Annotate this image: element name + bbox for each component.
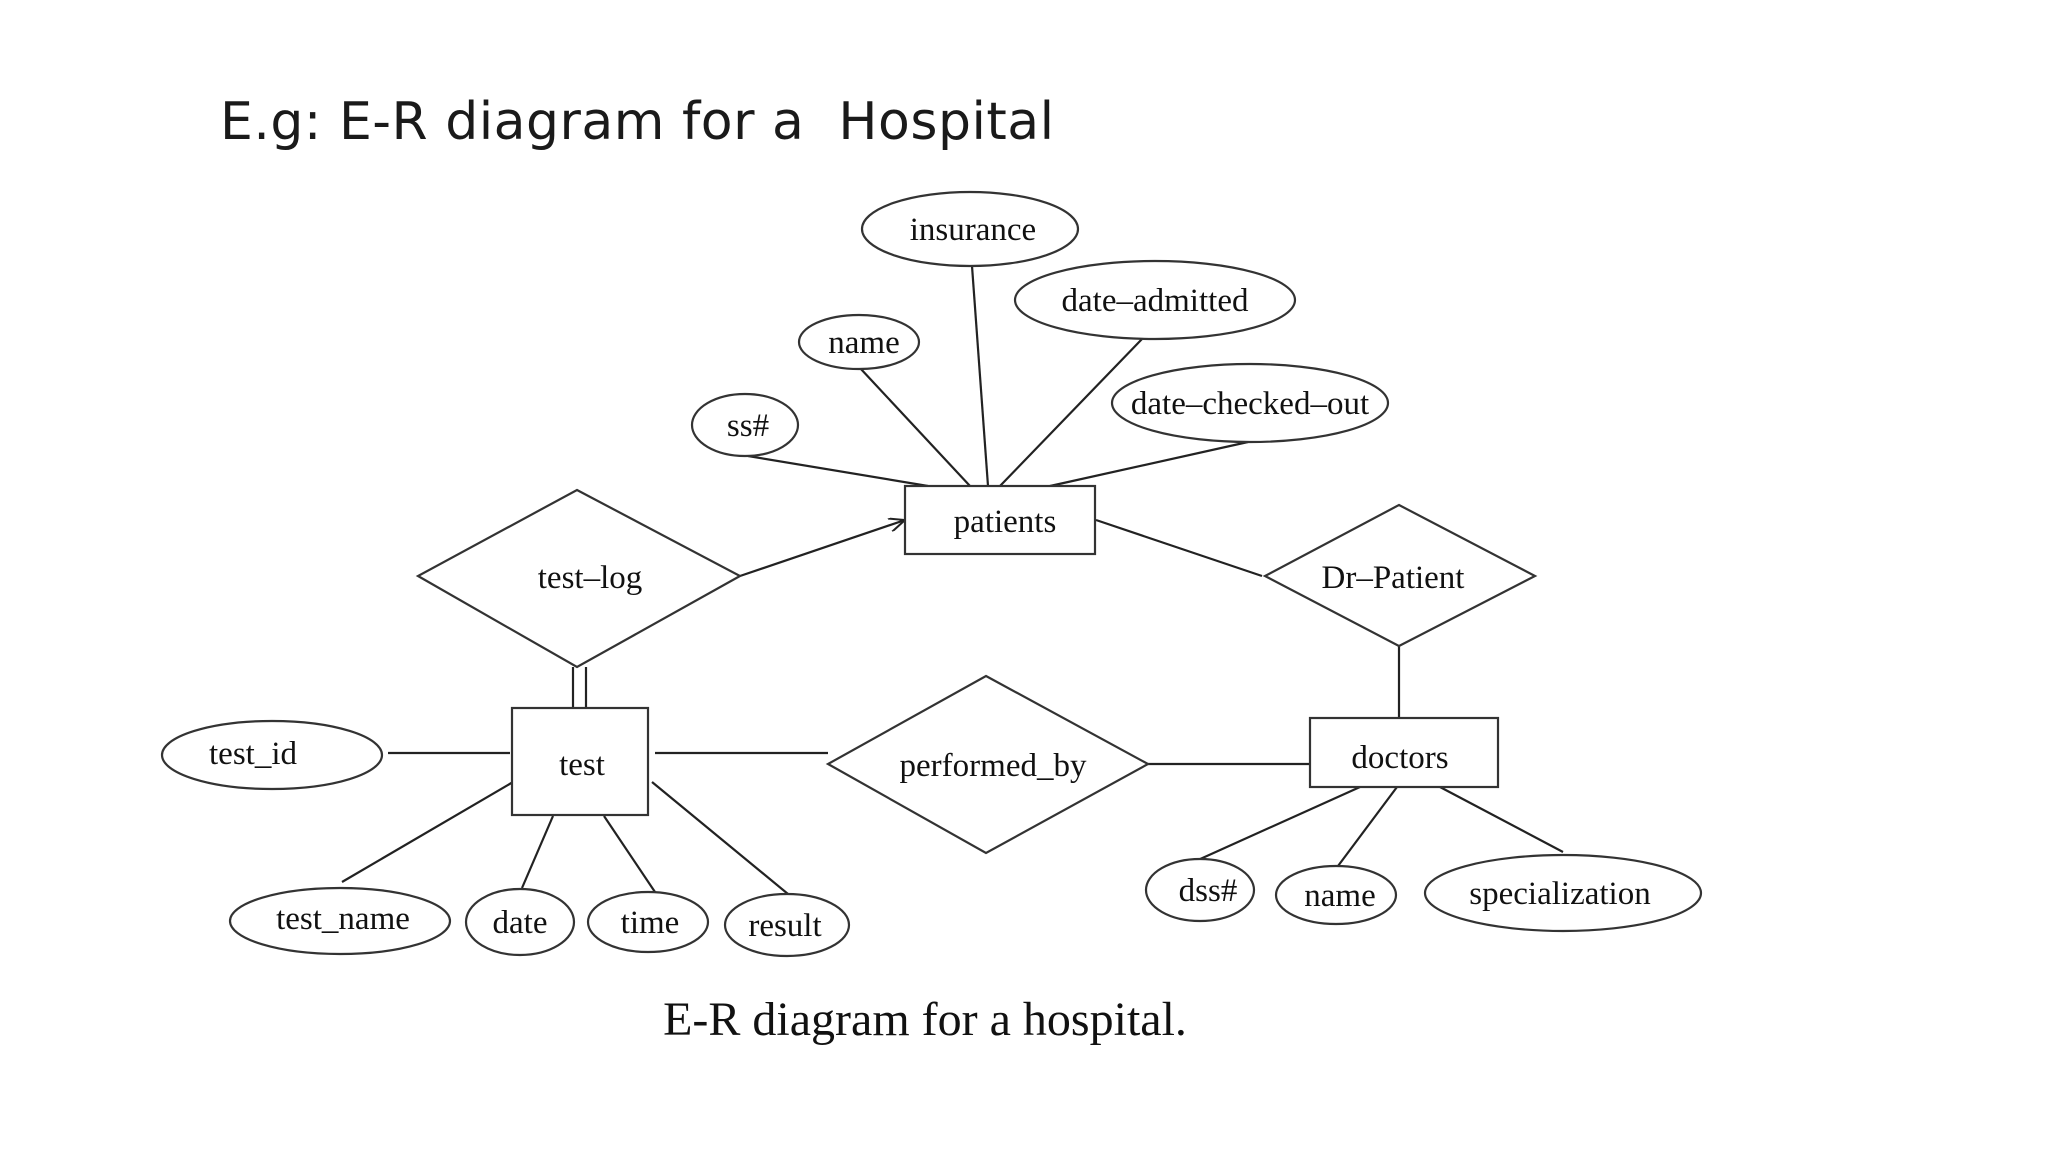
attribute-label: name [828,325,899,361]
attribute-specialization: specialization [1423,853,1703,933]
edge-ss-patients [747,454,929,488]
attribute-label: insurance [910,212,1036,248]
attribute-time: time [586,890,710,954]
edge-time-test [603,815,656,893]
diagram-caption: E-R diagram for a hospital. [663,993,1187,1046]
edge-date-admitted-patients [999,338,1143,487]
attribute-date-admitted: date–admitted [1013,259,1297,341]
attribute-label: specialization [1469,876,1650,912]
attribute-date: date [464,887,576,957]
attribute-dss: dss# [1144,857,1256,923]
connectors [341,265,1564,895]
attribute-test-name: test_name [228,886,452,956]
attribute-test-id: test_id [160,719,384,791]
entity-test: test [510,706,650,817]
attribute-doctor-name: name [1274,864,1398,926]
edge-doctors-name [1337,786,1398,867]
edge-patients-dr-patient [1095,518,1263,578]
entity-patients: patients [903,484,1097,556]
relationship-label: Dr–Patient [1322,560,1465,596]
edge-doctors-dss [1197,785,1361,862]
entity-label: test [559,747,605,783]
attribute-label: date [493,905,548,941]
relationship-performed-by: performed_by [825,674,1151,855]
edge-result-test [651,781,789,895]
entity-doctors: doctors [1308,716,1500,789]
attribute-result: result [723,892,851,958]
attribute-label: ss# [727,408,769,444]
attribute-ss: ss# [690,392,800,458]
attribute-insurance: insurance [860,190,1080,268]
attribute-label: date–checked–out [1131,386,1369,422]
attribute-label: time [621,905,680,941]
edge-doctors-specialization [1439,786,1564,853]
attribute-date-checked-out: date–checked–out [1110,362,1390,444]
attribute-label: date–admitted [1062,283,1249,319]
edge-date-test [520,815,555,889]
attribute-label: name [1304,878,1375,914]
attribute-label: test_name [276,901,410,937]
relationship-label: performed_by [900,748,1087,784]
relationship-test-log: test–log [415,488,743,669]
entity-label: patients [954,504,1057,540]
slide-title: E.g: E-R diagram for a Hospital [220,92,1055,152]
attribute-patient-name: name [797,313,921,371]
attribute-label: test_id [209,736,297,772]
edge-date-checked-out-patients [1049,440,1249,488]
relationship-dr-patient: Dr–Patient [1262,503,1538,648]
attribute-label: dss# [1179,873,1238,909]
edge-test-name-test [341,781,514,883]
entity-label: doctors [1351,740,1448,776]
relationship-label: test–log [538,560,643,596]
edge-insurance-patients [970,265,990,487]
attribute-label: result [748,908,821,944]
edge-name-patients [859,367,971,487]
edge-test-log-patients [739,520,905,578]
